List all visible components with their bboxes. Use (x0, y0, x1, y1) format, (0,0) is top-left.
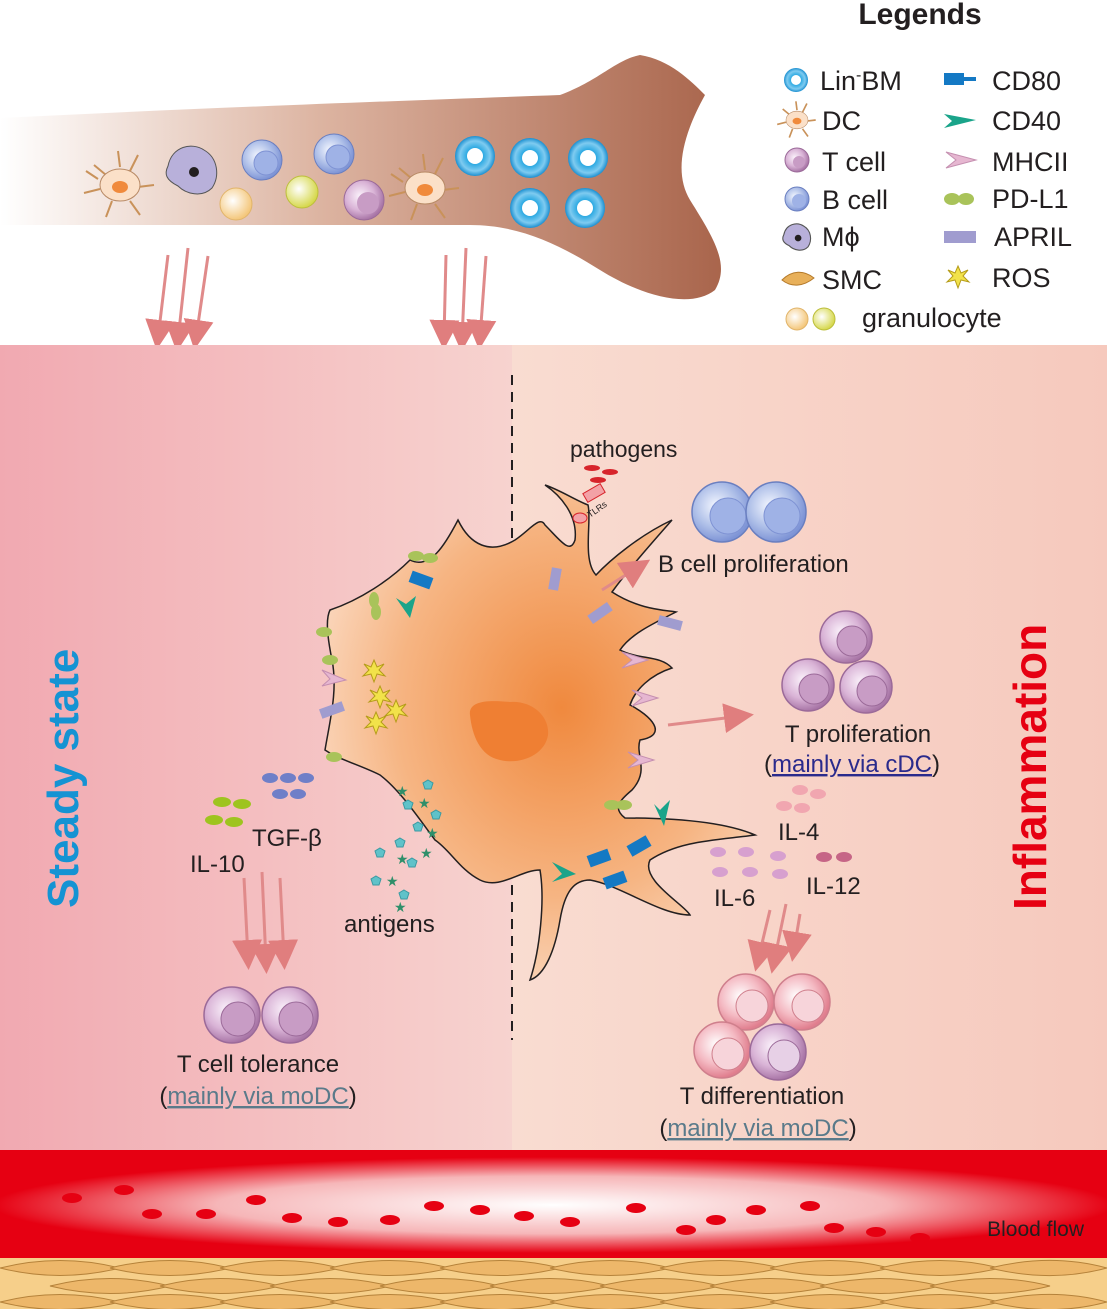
differentiation-arrows (747, 903, 812, 974)
svg-text:★: ★ (396, 783, 409, 799)
antigens-label: antigens (344, 911, 435, 938)
t-differentiation-label: T differentiation (680, 1083, 845, 1110)
t-cell-tolerance-note: (mainly via moDC) (159, 1083, 356, 1110)
dc-surface-markers (316, 551, 683, 890)
tolerance-arrows (232, 871, 299, 974)
legend-cd40-icon (944, 114, 976, 128)
il10-label: IL-10 (190, 851, 245, 878)
blood-vessel (0, 1150, 1107, 1260)
bone-granulocyte-2 (285, 175, 319, 209)
t-proliferation-cells (781, 610, 893, 714)
dendritic-cell (324, 484, 758, 982)
svg-text:★: ★ (386, 873, 399, 889)
bone-marrow (0, 55, 721, 300)
svg-text:★: ★ (418, 795, 431, 811)
tgf-beta-icon (262, 773, 314, 799)
legend-macrophage: Mϕ (822, 222, 860, 252)
bone-dc-2 (388, 153, 460, 221)
bone-t-cell (343, 179, 385, 221)
bone-dc-1 (83, 150, 155, 218)
il12-icon (816, 852, 852, 862)
legend-april: APRIL (994, 222, 1072, 252)
legend-dc-icon (776, 101, 816, 138)
ros-cluster (361, 658, 409, 736)
steady-state-title: Steady state (39, 649, 88, 908)
svg-text:★: ★ (396, 851, 409, 867)
bone-b-cell-1 (241, 139, 283, 181)
migration-arrows-left (145, 247, 214, 352)
t-differentiation-note: (mainly via moDC) (659, 1115, 856, 1142)
legend-dc: DC (822, 106, 861, 136)
legend-title: Legends (858, 0, 981, 31)
legend-t-cell-icon (784, 147, 810, 173)
legend-b-cell-icon (784, 186, 810, 212)
il4-icon (776, 785, 826, 813)
legend-macrophage-icon (782, 223, 812, 251)
t-differentiation-cells (693, 973, 831, 1081)
bone-granulocyte-1 (219, 187, 253, 221)
red-blood-cells (62, 1185, 930, 1243)
legend-ros-icon (945, 264, 971, 290)
legend-smc-icon (781, 271, 815, 286)
legend-pdl1-icon (944, 193, 974, 205)
il12-label: IL-12 (806, 873, 861, 900)
legend-cd80: CD80 (992, 66, 1061, 96)
legend-b-cell: B cell (822, 185, 888, 215)
blood-flow-label: Blood flow (987, 1218, 1085, 1241)
il10-icon (205, 797, 251, 827)
legend: Legends Lin-BM DC T cell B cell Mϕ SMC g… (776, 0, 1072, 333)
legend-lin-bm: Lin-BM (820, 66, 902, 96)
legend-t-cell: T cell (822, 147, 886, 177)
bone-macrophage (165, 145, 218, 195)
b-cell-proliferation-cells (691, 481, 807, 543)
legend-smc: SMC (822, 265, 882, 295)
legend-mhcii: MHCII (992, 147, 1069, 177)
t-cell-tolerance-cells (203, 986, 319, 1044)
bone-lin-bm-cells (455, 136, 608, 228)
t-proliferation-note: (mainly via cDC) (764, 751, 940, 778)
legend-mhcii-icon (945, 151, 978, 169)
migration-arrows-right (429, 247, 497, 352)
legend-cd40: CD40 (992, 106, 1061, 136)
t-cell-tolerance-label: T cell tolerance (177, 1051, 339, 1078)
svg-text:★: ★ (394, 899, 407, 915)
t-proliferation-arrow (667, 703, 754, 734)
il6-icon (710, 847, 788, 879)
il4-label: IL-4 (778, 819, 819, 846)
b-cell-arrow (601, 559, 651, 592)
legend-pdl1: PD-L1 (992, 184, 1069, 214)
legend-lin-bm-icon (784, 68, 808, 92)
svg-text:★: ★ (420, 845, 433, 861)
tgf-beta-label: TGF-β (252, 825, 322, 852)
il6-label: IL-6 (714, 885, 755, 912)
legend-granulocyte: granulocyte (862, 303, 1002, 333)
smooth-muscle-layer (0, 1258, 1107, 1309)
legend-ros: ROS (992, 263, 1051, 293)
legend-cd80-icon (944, 73, 976, 85)
dc-nucleus (469, 701, 549, 762)
pathogens-label: pathogens (570, 436, 677, 462)
t-proliferation-label: T proliferation (785, 721, 931, 748)
legend-granulocyte-icon (785, 307, 836, 331)
svg-text:★: ★ (426, 825, 439, 841)
legend-april-icon (944, 231, 976, 243)
antigens-icon: ★ ★ ★ ★ ★ ★ ★ (370, 779, 442, 915)
bone-b-cell-2 (313, 133, 355, 175)
inflammation-title: Inflammation (1004, 624, 1056, 910)
b-cell-proliferation-label: B cell proliferation (658, 551, 849, 578)
pathogens-icon (572, 465, 618, 524)
